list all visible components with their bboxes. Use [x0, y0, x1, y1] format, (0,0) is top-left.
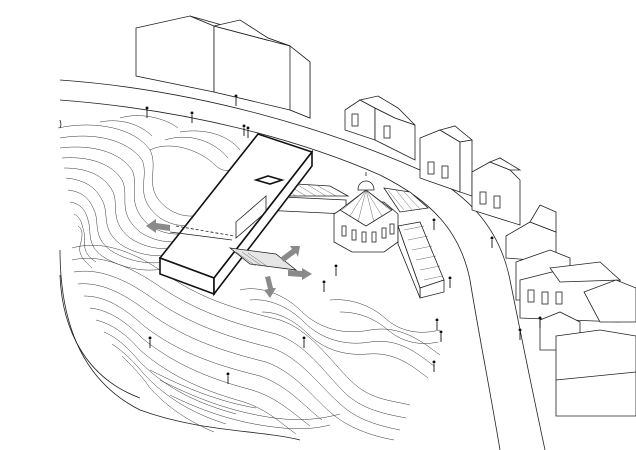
arrow-right	[288, 268, 312, 280]
curved-road	[59, 79, 546, 450]
arrow-left	[146, 219, 170, 233]
contour-lines	[57, 115, 441, 441]
new-building-volume	[158, 133, 314, 297]
human-figures	[145, 94, 542, 384]
arrow-up-right	[280, 246, 300, 262]
circulation-arrows	[146, 219, 312, 298]
arrow-down	[264, 276, 276, 298]
neighbouring-houses	[135, 15, 636, 417]
